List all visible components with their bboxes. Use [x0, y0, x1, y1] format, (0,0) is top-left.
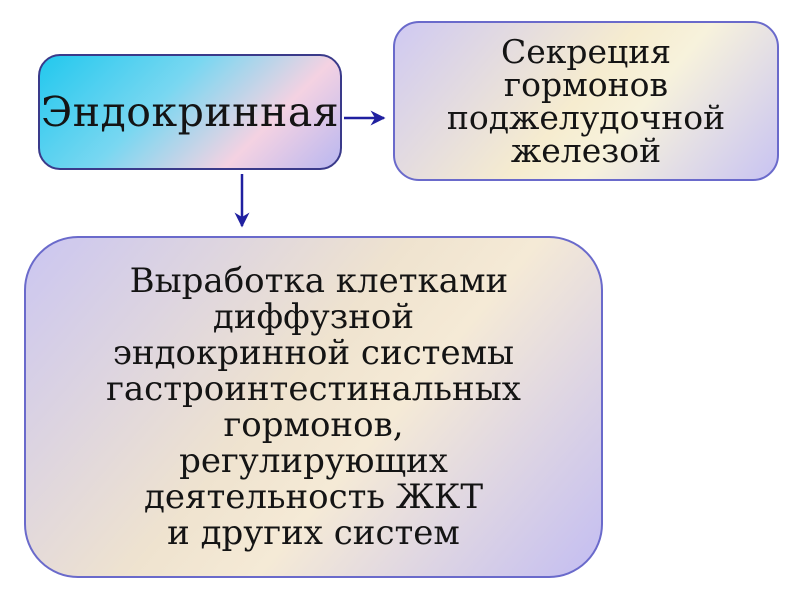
secretion-line-1: Секреция — [500, 32, 672, 71]
production-line-2: диффузной — [212, 297, 415, 337]
endocrine-node: Эндокринная — [38, 54, 342, 170]
production-node: Выработка клетками диффузной эндокринной… — [24, 236, 603, 578]
production-line-1: Выработка клетками — [118, 261, 509, 301]
secretion-line-3: поджелудочной — [446, 98, 726, 137]
endocrine-node-label: Эндокринная — [40, 88, 340, 136]
production-line-4: гастроинтестинальных — [106, 369, 521, 409]
production-line-6: регулирующих — [179, 441, 448, 481]
production-line-7: деятельность ЖКТ — [143, 477, 484, 517]
secretion-line-2: гормонов — [503, 65, 669, 104]
secretion-line-4: железой — [510, 131, 662, 170]
production-line-5: гормонов, — [223, 405, 404, 445]
production-line-8: и других систем — [167, 513, 460, 553]
secretion-node: Секреция гормонов поджелудочной железой — [393, 21, 779, 181]
production-line-3: эндокринной системы — [112, 333, 515, 373]
